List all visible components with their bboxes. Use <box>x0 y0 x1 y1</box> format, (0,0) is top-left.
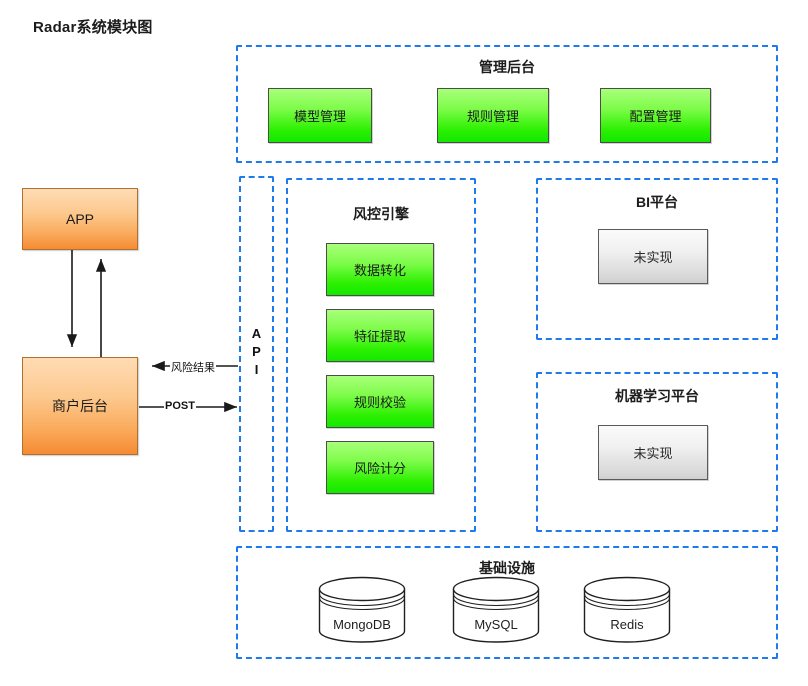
group-api <box>239 176 274 532</box>
bi-placeholder-label: 未实现 <box>633 250 673 265</box>
page-title: Radar系统模块图 <box>33 19 153 36</box>
database-redis[interactable]: Redis <box>583 576 671 646</box>
edge-label-post: POST <box>164 400 196 412</box>
cylinder-shape-mysql <box>452 576 540 643</box>
group-bi-platform-title: BI平台 <box>636 194 678 210</box>
module-model-management[interactable]: 模型管理 <box>268 88 372 143</box>
database-mysql[interactable]: MySQL <box>452 576 540 646</box>
module-rule-management-label: 规则管理 <box>466 109 519 124</box>
edge-label-risk-result: 风险结果 <box>170 359 216 375</box>
module-feature-extraction-label: 特征提取 <box>353 329 406 344</box>
group-risk-engine: 风控引擎 <box>286 178 476 532</box>
actor-merchant-backend[interactable]: 商户后台 <box>22 357 138 455</box>
api-label: A P I <box>239 325 274 379</box>
actor-app-label: APP <box>65 211 94 227</box>
module-rule-management[interactable]: 规则管理 <box>437 88 549 143</box>
module-risk-scoring[interactable]: 风险计分 <box>326 441 434 494</box>
group-admin-backend-title: 管理后台 <box>479 59 535 75</box>
group-risk-engine-title: 风控引擎 <box>353 206 409 222</box>
api-letter-p: P <box>252 344 261 359</box>
group-ml-platform-title: 机器学习平台 <box>615 388 699 404</box>
module-feature-extraction[interactable]: 特征提取 <box>326 309 434 362</box>
module-rule-validation-label: 规则校验 <box>353 395 406 410</box>
cylinder-shape-redis <box>583 576 671 643</box>
group-infrastructure: 基础设施 <box>236 546 778 659</box>
module-rule-validation[interactable]: 规则校验 <box>326 375 434 428</box>
api-letter-a: A <box>251 326 262 341</box>
module-config-management-label: 配置管理 <box>629 109 682 124</box>
group-admin-backend: 管理后台 <box>236 45 778 163</box>
group-bi-platform: BI平台 <box>536 178 778 340</box>
module-risk-scoring-label: 风险计分 <box>353 461 406 476</box>
ml-placeholder-label: 未实现 <box>633 446 673 461</box>
database-mongodb[interactable]: MongoDB <box>318 576 406 646</box>
module-model-management-label: 模型管理 <box>293 109 346 124</box>
api-letter-i: I <box>254 362 259 377</box>
module-config-management[interactable]: 配置管理 <box>600 88 711 143</box>
ml-placeholder-box[interactable]: 未实现 <box>598 425 708 480</box>
cylinder-shape-mongodb <box>318 576 406 643</box>
actor-merchant-backend-label: 商户后台 <box>52 398 108 414</box>
module-data-transform-label: 数据转化 <box>353 263 406 278</box>
actor-app[interactable]: APP <box>22 188 138 250</box>
group-infrastructure-title: 基础设施 <box>479 560 535 576</box>
group-ml-platform: 机器学习平台 <box>536 372 778 532</box>
bi-placeholder-box[interactable]: 未实现 <box>598 229 708 284</box>
module-data-transform[interactable]: 数据转化 <box>326 243 434 296</box>
